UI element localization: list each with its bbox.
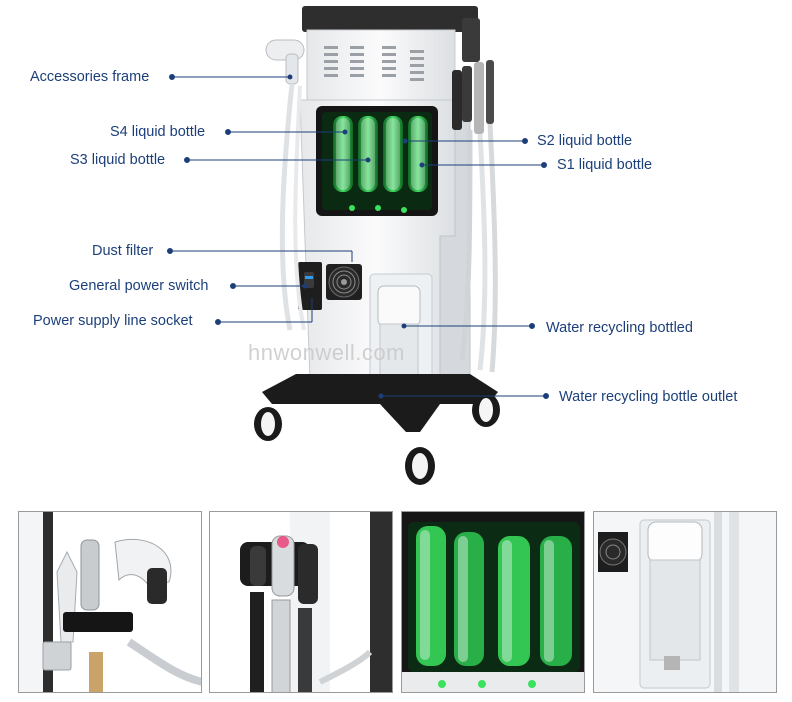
dust-filter-fan: [326, 264, 362, 300]
thumbnail-water-bottle: [593, 511, 777, 693]
thumbnail-handle-holder: [209, 511, 393, 693]
label-water-recycling-bottle-outlet: Water recycling bottle outlet: [559, 389, 738, 405]
liquid-bottles: [333, 116, 428, 192]
label-s1-liquid-bottle: S1 liquid bottle: [557, 157, 653, 173]
caster-wheels: [254, 393, 500, 485]
top-tray: [302, 6, 478, 32]
label-s2-liquid-bottle: S2 liquid bottle: [537, 133, 633, 149]
label-power-supply-line-socket: Power supply line socket: [33, 313, 193, 329]
label-general-power-switch: General power switch: [69, 278, 209, 294]
label-water-recycling-bottled: Water recycling bottled: [546, 320, 693, 336]
label-s4-liquid-bottle: S4 liquid bottle: [110, 124, 206, 140]
machine-base: [262, 374, 498, 432]
label-s3-liquid-bottle: S3 liquid bottle: [70, 152, 166, 168]
thumbnail-handpieces: [18, 511, 202, 693]
watermark: hnwonwell.com: [248, 340, 405, 365]
upper-body: [306, 29, 456, 103]
label-dust-filter: Dust filter: [92, 243, 154, 259]
leader-lines: [167, 74, 549, 399]
thumbnail-liquid-bottles: [401, 511, 585, 693]
label-accessories-frame: Accessories frame: [30, 69, 150, 85]
machine-illustration: [167, 6, 549, 485]
vent-grille: [324, 46, 424, 81]
handpiece-holders: [452, 60, 494, 134]
